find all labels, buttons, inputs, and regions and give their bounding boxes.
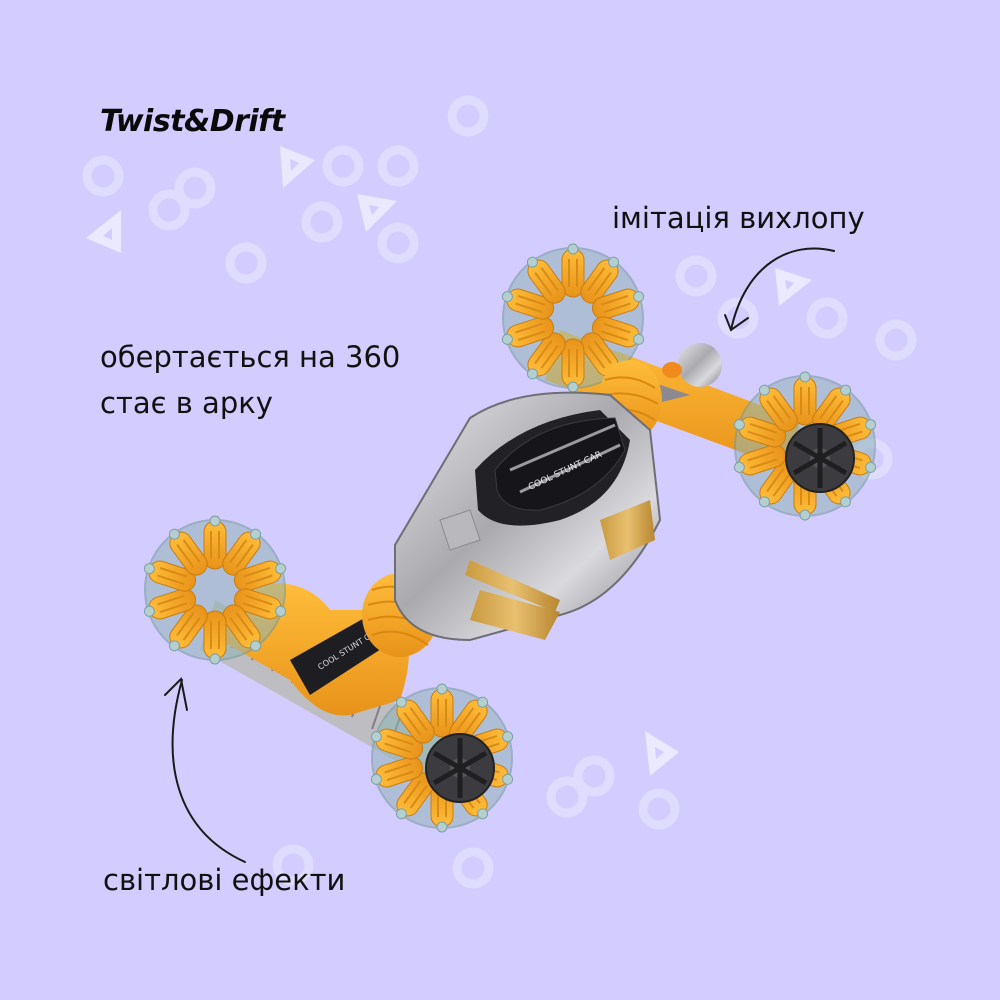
- caption-light-effects: світлові ефекти: [103, 863, 346, 897]
- caption-rotation-line2: стає в арку: [100, 385, 273, 420]
- caption-exhaust-simulation: імітація вихлопу: [612, 201, 865, 235]
- caption-rotation: обертається на 360 стає в арку: [100, 335, 400, 427]
- product-title: Twist&Drift: [100, 104, 285, 139]
- triangle-decorations: [86, 146, 812, 776]
- arrow-lights-icon: [171, 679, 246, 863]
- car-body: COOL STUNT CAR: [394, 391, 662, 642]
- wheel-rear-right: [731, 372, 879, 520]
- ring-decoration: [447, 95, 489, 137]
- arrow-exhaust-icon: [730, 247, 835, 331]
- caption-rotation-line1: обертається на 360: [100, 340, 401, 374]
